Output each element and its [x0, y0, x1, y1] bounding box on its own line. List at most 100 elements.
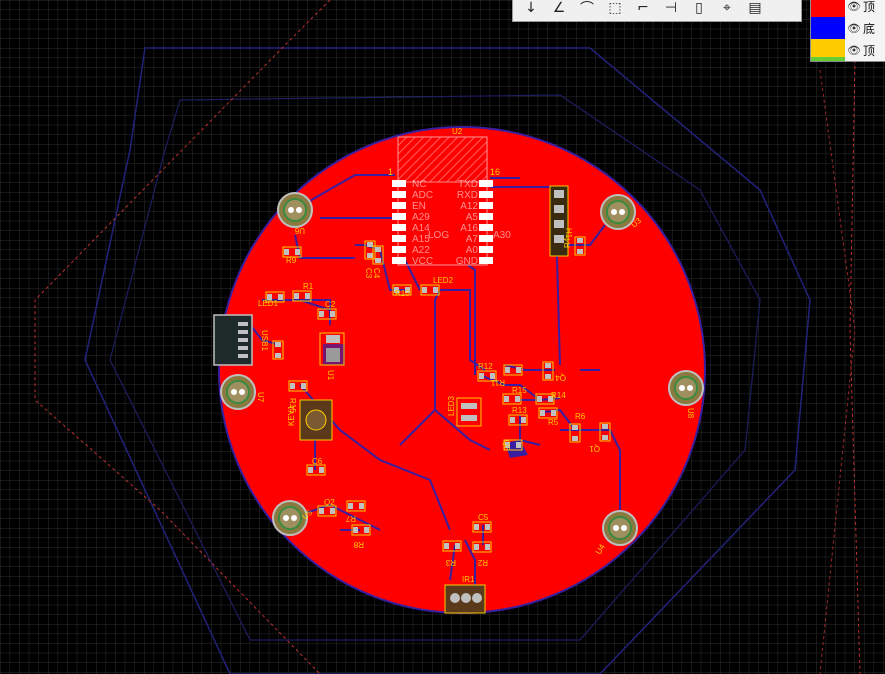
- smd-component[interactable]: [292, 290, 312, 302]
- layer-color-swatch[interactable]: [811, 39, 845, 61]
- module-a30-label: A30: [493, 230, 511, 241]
- smd-component[interactable]: [351, 524, 371, 536]
- layer-color-strip: [811, 57, 845, 61]
- label-key1: KEY1: [287, 405, 296, 426]
- smd-component[interactable]: [420, 284, 440, 296]
- smd-component[interactable]: [265, 291, 285, 303]
- led3[interactable]: LED3: [447, 395, 482, 427]
- label-r2: R2: [477, 558, 488, 567]
- polygon-tool-icon[interactable]: ⌐: [637, 0, 649, 16]
- module-pin-label: A14: [412, 223, 430, 234]
- smd-component[interactable]: [538, 407, 558, 419]
- smd-component[interactable]: [282, 246, 302, 258]
- label-r3: R3: [445, 558, 456, 567]
- module-pin-label: TXD: [458, 179, 478, 190]
- smd-component[interactable]: [569, 423, 581, 443]
- label-q1: Q1: [589, 444, 600, 453]
- smd-component[interactable]: [442, 540, 462, 552]
- label-c4: C4: [372, 268, 381, 279]
- layer-row-top[interactable]: 👁 顶: [811, 0, 885, 17]
- smd-component[interactable]: [535, 393, 555, 405]
- label-r15: R15: [512, 386, 527, 395]
- layer-color-swatch[interactable]: [811, 0, 845, 17]
- module-pad: [479, 213, 493, 220]
- module-pad: [479, 191, 493, 198]
- eye-icon[interactable]: 👁: [847, 43, 861, 57]
- round-pad[interactable]: [272, 500, 308, 536]
- layer-name: 顶: [863, 43, 876, 58]
- round-pad[interactable]: [600, 194, 636, 230]
- round-pad[interactable]: [602, 510, 638, 546]
- smd-component[interactable]: [472, 521, 492, 533]
- module-pin-label: RXD: [457, 190, 478, 201]
- smd-component[interactable]: [502, 393, 522, 405]
- label-c3: C3: [364, 268, 373, 279]
- smd-component[interactable]: [477, 370, 497, 382]
- label-r12: R12: [478, 362, 493, 371]
- layer-row-bottom[interactable]: 👁 底: [811, 17, 885, 39]
- smd-component[interactable]: [599, 422, 611, 442]
- pad-tool-icon[interactable]: ▯: [695, 0, 703, 16]
- module-log-label: LOG: [428, 230, 449, 241]
- line-tool-icon[interactable]: ↓: [525, 0, 537, 16]
- dimension-tool-icon[interactable]: ⊣: [664, 0, 678, 16]
- ic-u1[interactable]: U1: [319, 332, 345, 381]
- module-pin-label: A12: [460, 201, 478, 212]
- eye-icon[interactable]: 👁: [847, 21, 861, 35]
- via-tool-icon[interactable]: ⌖: [723, 0, 731, 16]
- sensor-ir1[interactable]: IR1: [444, 575, 486, 614]
- round-pad[interactable]: [668, 370, 704, 406]
- round-pad[interactable]: [220, 374, 256, 410]
- smd-component[interactable]: [288, 380, 308, 392]
- angle-tool-icon[interactable]: ∠: [552, 0, 566, 16]
- label-u6: U6: [294, 226, 305, 235]
- smd-component[interactable]: [508, 414, 528, 426]
- smd-component[interactable]: [472, 541, 492, 553]
- module-pin-label: A16: [460, 223, 478, 234]
- inner-outline: [109, 94, 761, 641]
- layer-row-silk[interactable]: 👁 顶: [811, 39, 885, 61]
- eye-icon[interactable]: 👁: [847, 0, 861, 13]
- smd-component[interactable]: [317, 505, 337, 517]
- rect-tool-icon[interactable]: ⬚: [608, 0, 622, 16]
- smd-component[interactable]: [306, 464, 326, 476]
- module-pad: [392, 246, 406, 253]
- module-pin-label: VCC: [412, 256, 433, 267]
- module-pad: [392, 224, 406, 231]
- tracks: [244, 174, 621, 590]
- module-pin-label: A15: [412, 234, 430, 245]
- module-pad: [479, 202, 493, 209]
- round-pad[interactable]: [277, 192, 313, 228]
- smd-component[interactable]: [503, 439, 523, 451]
- label-r6: R6: [575, 412, 586, 421]
- smd-component[interactable]: [392, 284, 412, 296]
- switch-key1[interactable]: KEY1: [287, 399, 333, 441]
- label-r10: R10: [395, 289, 410, 298]
- label-u2: U2: [452, 127, 463, 136]
- header-h1[interactable]: H1: [549, 185, 573, 257]
- smd-component[interactable]: [346, 500, 366, 512]
- smd-component[interactable]: [574, 236, 586, 256]
- module-u2[interactable]: U2 1 16: [388, 127, 500, 266]
- module-pad: [392, 191, 406, 198]
- label-r14: R14: [551, 391, 566, 400]
- module-pin-label: A22: [412, 245, 430, 256]
- connector-usb1[interactable]: USB1: [213, 314, 269, 366]
- smd-component[interactable]: [272, 340, 284, 360]
- smd-component[interactable]: [542, 361, 554, 381]
- label-u1: U1: [326, 370, 335, 381]
- label-r9: R9: [286, 256, 297, 265]
- smd-component[interactable]: [317, 308, 337, 320]
- layer-color-swatch[interactable]: [811, 17, 845, 39]
- keepout-line-right2: [819, 69, 856, 674]
- label-r8: R8: [353, 540, 364, 549]
- module-pad: [392, 202, 406, 209]
- smd-component[interactable]: [372, 245, 384, 265]
- arc-tool-icon[interactable]: ⌒: [580, 1, 594, 17]
- table-tool-icon[interactable]: ▤: [748, 0, 762, 16]
- smd-component[interactable]: [503, 364, 523, 376]
- module-pad: [479, 224, 493, 231]
- label-q3: Q3: [502, 440, 511, 451]
